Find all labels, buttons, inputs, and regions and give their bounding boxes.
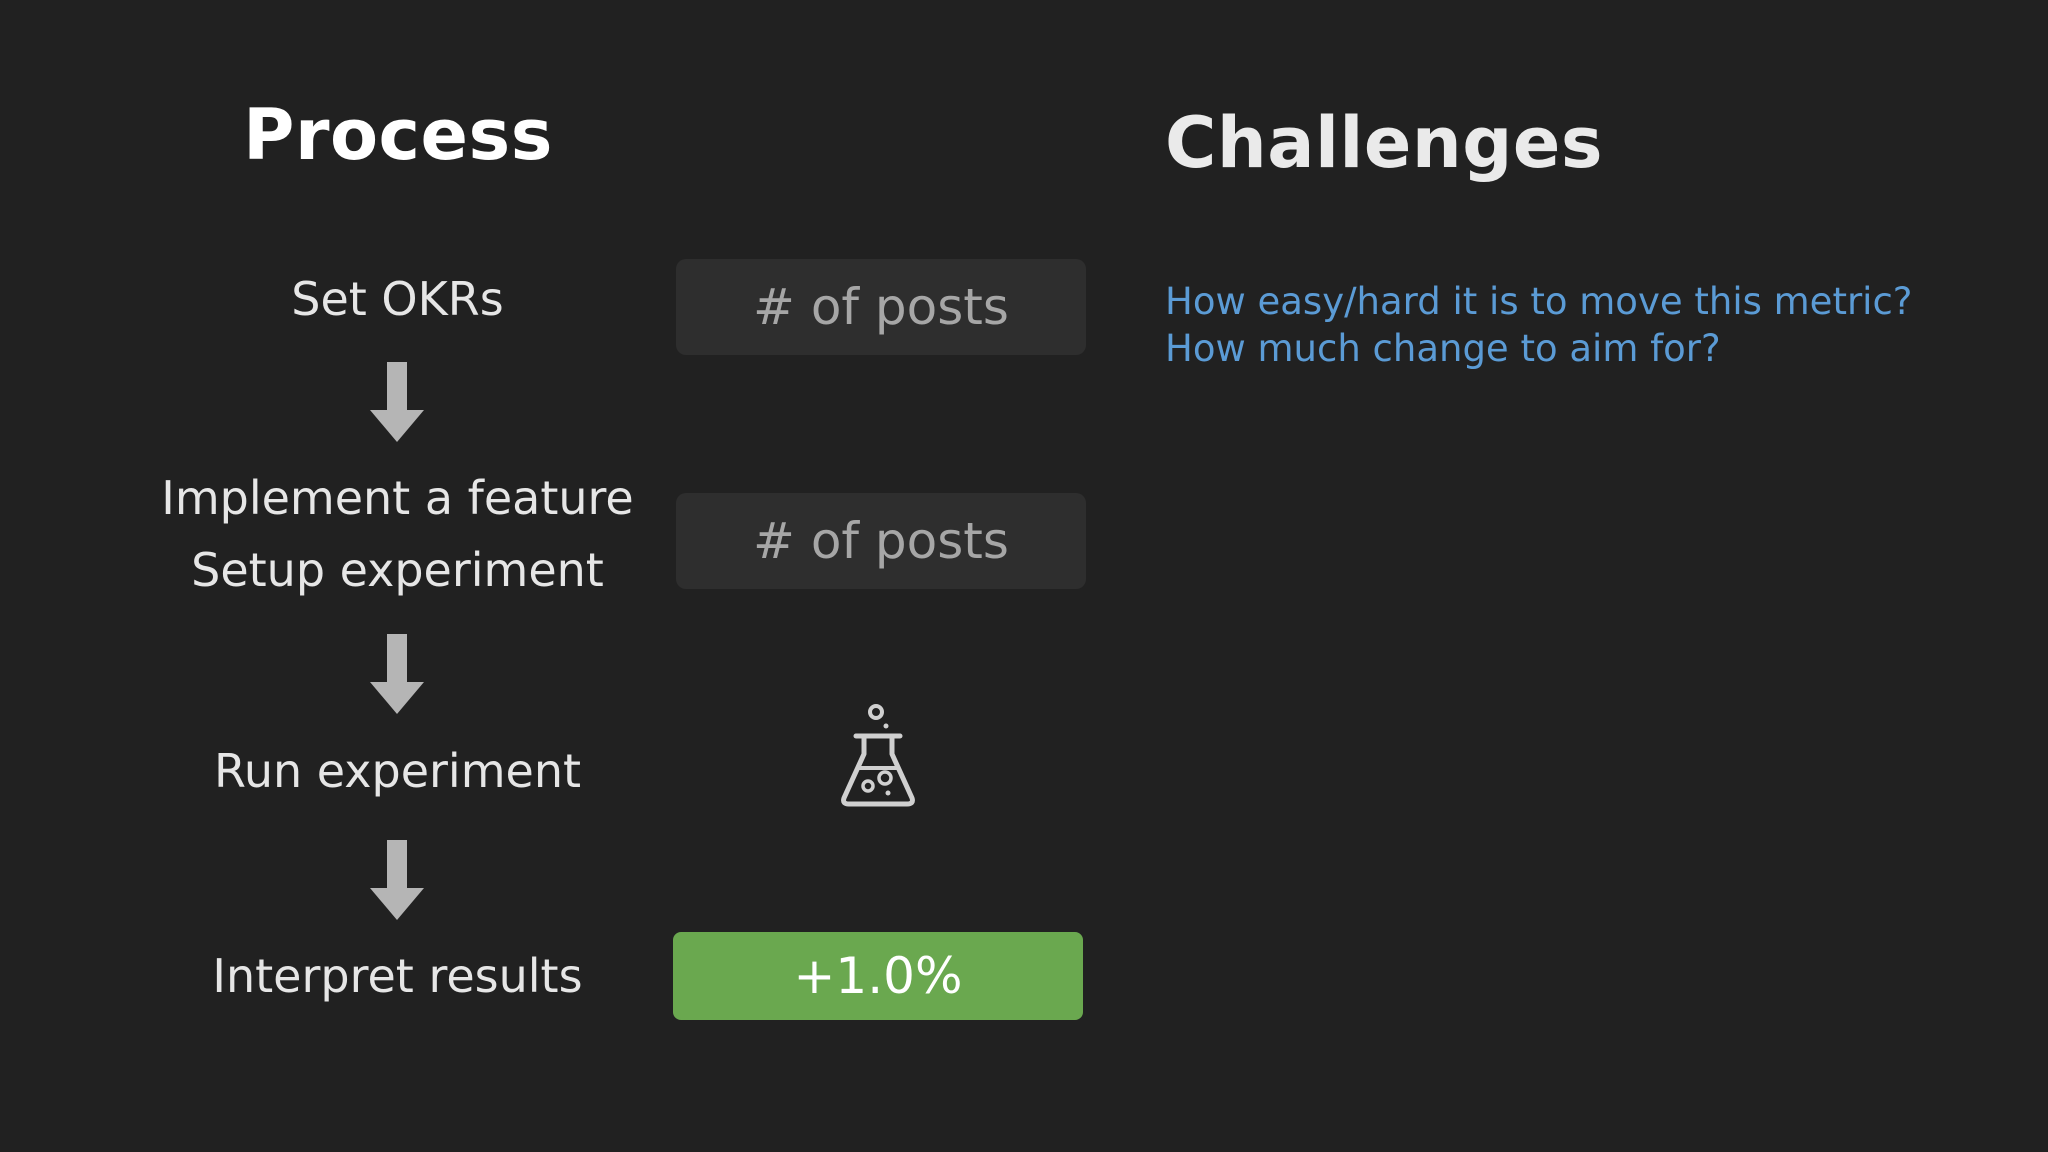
process-heading: Process [243,94,553,176]
result-badge: +1.0% [673,932,1083,1020]
metric-box-okr: # of posts [676,259,1086,355]
step-implement-feature: Implement a feature Setup experiment [100,462,695,606]
challenge-question: How much change to aim for? [1165,327,1721,370]
step-run-experiment: Run experiment [100,735,695,807]
step-set-okrs: Set OKRs [100,263,695,335]
down-arrow-icon [370,634,424,714]
step-label: Setup experiment [191,543,604,597]
step-interpret-results: Interpret results [100,940,695,1012]
step-label: Run experiment [213,744,582,798]
metric-box-experiment: # of posts [676,493,1086,589]
challenges-heading: Challenges [1165,102,1603,184]
step-label: Interpret results [212,949,583,1003]
metric-label: # of posts [753,278,1009,336]
down-arrow-icon [370,362,424,442]
flask-icon [841,704,915,807]
step-label: Set OKRs [291,272,504,326]
down-arrow-icon [370,840,424,920]
challenge-question: How easy/hard it is to move this metric? [1165,280,1913,323]
metric-label: # of posts [753,512,1009,570]
result-value: +1.0% [793,947,963,1005]
step-label: Implement a feature [161,471,634,525]
